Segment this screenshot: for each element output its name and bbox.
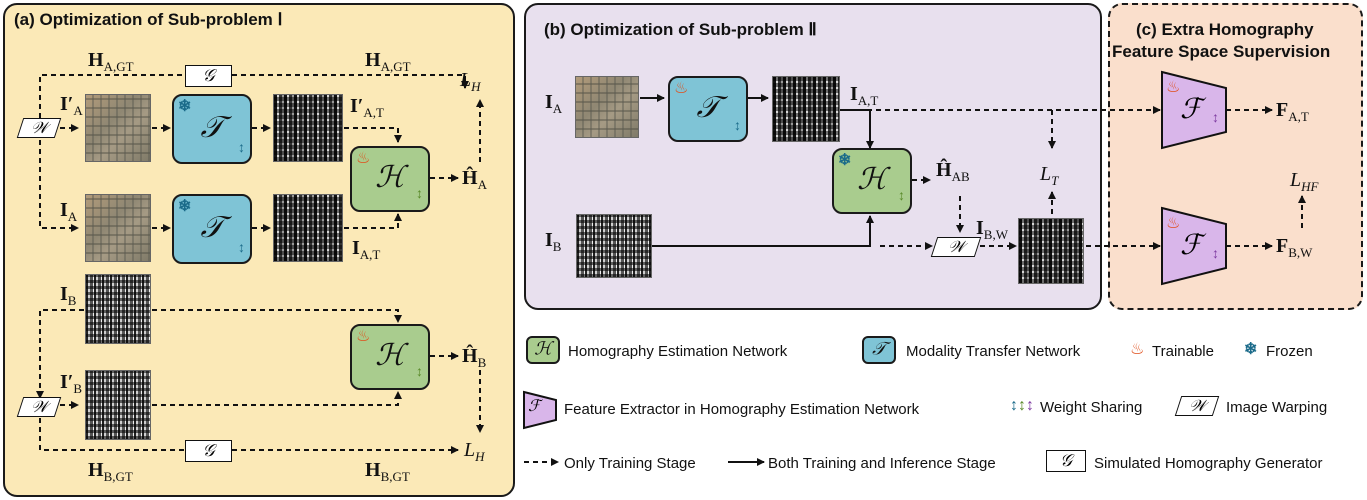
label-Hhat-AB: ĤAB xyxy=(936,159,970,184)
label-I-A-T: IA,T xyxy=(352,237,381,262)
label-L-H-bottom: LH xyxy=(464,439,485,464)
modality-net-b: 𝒯 ♨ ↕ xyxy=(668,76,748,142)
label-L-H-top: LH xyxy=(460,69,481,94)
legend-simulated-text: Simulated Homography Generator xyxy=(1094,455,1323,472)
label-L-HF: LHF xyxy=(1290,169,1319,194)
label-I-B-prime: I′B xyxy=(60,371,83,396)
double-arrow-icon: ↕ xyxy=(1212,245,1219,261)
double-arrow-icon: ↕ xyxy=(734,117,741,133)
label-F-B-W: FB,W xyxy=(1276,235,1313,260)
double-arrow-icon: ↕ xyxy=(416,185,423,201)
legend-frozen-text: Frozen xyxy=(1266,343,1313,360)
panel-c-title-1: (c) Extra Homography xyxy=(1136,20,1314,39)
label-F-A-T: FA,T xyxy=(1276,99,1309,124)
panel-c-title-2: Feature Space Supervision xyxy=(1112,42,1331,61)
generator-box-a: 𝒢 xyxy=(185,65,232,87)
legend-only-training-text: Only Training Stage xyxy=(564,455,696,472)
label-I-B: IB xyxy=(60,283,77,308)
warp-box-a-top: 𝒲 xyxy=(16,118,62,138)
warp-box-b-panel: 𝒲 xyxy=(930,237,982,257)
legend-homography-swatch: ℋ xyxy=(526,336,560,364)
image-I-B-prime xyxy=(85,370,151,440)
label-I-B-W: IB,W xyxy=(976,217,1008,242)
modality-net-a1: 𝒯 ❄ ↕ xyxy=(172,94,252,164)
label-L-T: LT xyxy=(1040,163,1059,188)
double-arrow-icon: ↕ xyxy=(1212,109,1219,125)
double-arrow-icon: ↕ xyxy=(898,187,905,203)
fire-icon: ♨ xyxy=(1166,215,1181,232)
image-I-A-T-prime xyxy=(273,94,343,162)
image-I-A-b xyxy=(575,76,639,138)
homography-net-a: ℋ ♨ ↕ xyxy=(350,146,430,212)
panel-a-title: (a) Optimization of Sub-problem Ⅰ xyxy=(14,10,283,29)
double-arrow-icon: ↕↕↕ xyxy=(1010,397,1034,414)
snowflake-icon: ❄ xyxy=(178,98,192,115)
label-I-A-b: IA xyxy=(545,91,563,116)
snowflake-icon: ❄ xyxy=(178,198,192,215)
legend-generator-swatch: 𝒢 xyxy=(1046,450,1086,472)
image-I-B-b xyxy=(576,214,652,278)
label-I-A: IA xyxy=(60,199,78,224)
snowflake-icon: ❄ xyxy=(1244,341,1258,358)
legend-feature-text: Feature Extractor in Homography Estimati… xyxy=(564,401,920,418)
snowflake-icon: ❄ xyxy=(838,152,852,169)
panel-c xyxy=(1108,3,1363,310)
legend-image-warping-text: Image Warping xyxy=(1226,399,1328,416)
image-I-B-W xyxy=(1018,218,1084,284)
feature-extractor-symbol-a: ℱ xyxy=(1180,92,1203,125)
homography-net-b: ℋ ♨ ↕ xyxy=(350,324,430,390)
label-I-A-T-prime: I′A,T xyxy=(350,95,385,120)
legend-warp-swatch: 𝒲 xyxy=(1174,396,1220,416)
label-H-A-GT: HA,GT xyxy=(88,49,134,74)
image-I-B xyxy=(85,274,151,344)
homography-net-ab: ℋ ❄ ↕ xyxy=(832,148,912,214)
fire-icon: ♨ xyxy=(1166,79,1181,96)
legend-feature-symbol: ℱ xyxy=(528,396,541,415)
label-H-B-GT: HB,GT xyxy=(88,459,133,484)
fire-icon: ♨ xyxy=(674,80,689,97)
image-I-A-T-b xyxy=(772,76,840,142)
double-arrow-icon: ↕ xyxy=(238,139,245,155)
label-Hhat-A: ĤA xyxy=(462,167,487,192)
legend-feature-swatch xyxy=(523,390,557,430)
warp-box-b: 𝒲 xyxy=(16,397,62,417)
image-I-A-T xyxy=(273,194,343,262)
feature-extractor-a xyxy=(1161,70,1227,150)
label-H-A-GT-right: HA,GT xyxy=(365,49,411,74)
label-I-A-prime: I′A xyxy=(60,93,83,118)
image-I-A-prime xyxy=(85,94,151,162)
legend-modality-swatch: 𝒯 xyxy=(862,336,896,364)
legend-both-stage-text: Both Training and Inference Stage xyxy=(768,455,996,472)
legend-homography-text: Homography Estimation Network xyxy=(568,343,788,360)
panel-b-title: (b) Optimization of Sub-problem Ⅱ xyxy=(544,20,817,39)
label-H-B-GT-right: HB,GT xyxy=(365,459,410,484)
fire-icon: ♨ xyxy=(356,150,371,167)
double-arrow-icon: ↕ xyxy=(238,239,245,255)
legend-weight-sharing-text: Weight Sharing xyxy=(1040,399,1143,416)
label-Hhat-B: ĤB xyxy=(462,345,487,370)
image-I-A xyxy=(85,194,151,262)
modality-net-a2: 𝒯 ❄ ↕ xyxy=(172,194,252,264)
legend-modality-text: Modality Transfer Network xyxy=(906,343,1081,360)
feature-extractor-symbol-b: ℱ xyxy=(1180,228,1203,261)
double-arrow-icon: ↕ xyxy=(416,363,423,379)
feature-extractor-b xyxy=(1161,206,1227,286)
label-I-A-T-b: IA,T xyxy=(850,83,879,108)
fire-icon: ♨ xyxy=(356,328,371,345)
label-I-B-b: IB xyxy=(545,229,562,254)
fire-icon: ♨ xyxy=(1130,341,1145,358)
generator-box-b: 𝒢 xyxy=(185,440,232,462)
legend-trainable-text: Trainable xyxy=(1152,343,1214,360)
